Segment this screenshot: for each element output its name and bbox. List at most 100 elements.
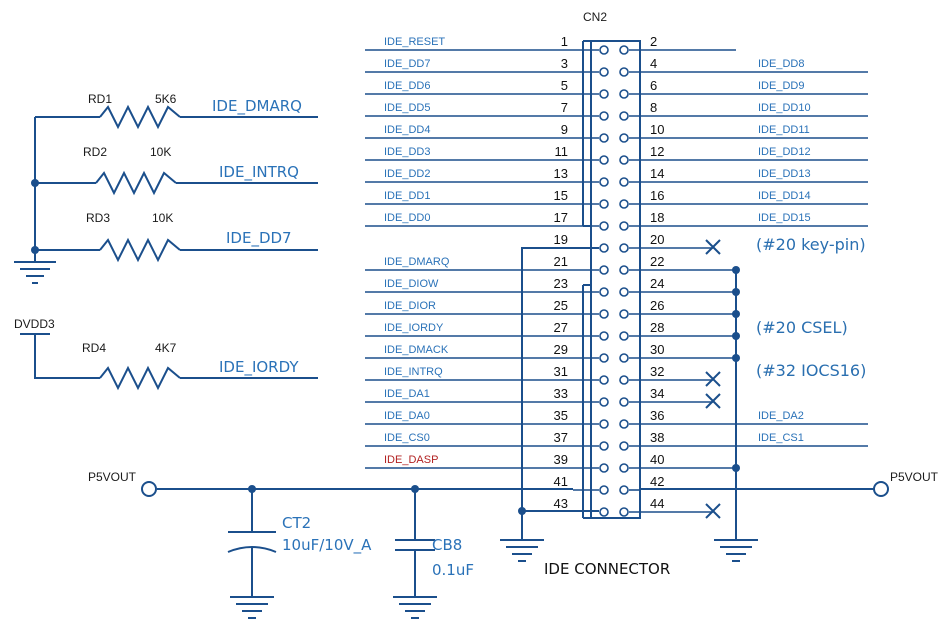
pin-hole-left bbox=[599, 199, 609, 209]
rd1-value: 5K6 bbox=[155, 92, 177, 106]
note-csel: (#20 CSEL) bbox=[756, 318, 848, 337]
pin-number-right: 32 bbox=[650, 364, 664, 379]
ct2-value: 10uF/10V_A bbox=[282, 536, 372, 555]
pin-number-right: 16 bbox=[650, 188, 664, 203]
rd2-value: 10K bbox=[150, 145, 171, 159]
pin-number-left: 9 bbox=[561, 122, 568, 137]
pin-hole-left bbox=[599, 309, 609, 319]
rd2-ref: RD2 bbox=[83, 145, 107, 159]
pin-hole-left bbox=[599, 375, 609, 385]
pin-number-left: 7 bbox=[561, 100, 568, 115]
rd3-value: 10K bbox=[152, 211, 173, 225]
pin-number-right: 34 bbox=[650, 386, 664, 401]
right-signal-label: IDE_CS1 bbox=[758, 432, 804, 444]
pin-number-left: 29 bbox=[554, 342, 568, 357]
right-signal-label: IDE_DD8 bbox=[758, 58, 804, 70]
pin-hole-right bbox=[619, 221, 629, 231]
pin-number-right: 42 bbox=[650, 474, 664, 489]
pin-hole-right bbox=[619, 89, 629, 99]
pin-hole-left bbox=[599, 419, 609, 429]
pin-number-left: 13 bbox=[554, 166, 568, 181]
rd4-net: IDE_IORDY bbox=[219, 358, 299, 377]
pin-number-left: 25 bbox=[554, 298, 568, 313]
pin-number-left: 27 bbox=[554, 320, 568, 335]
pin-number-left: 33 bbox=[554, 386, 568, 401]
cb8-value: 0.1uF bbox=[432, 561, 474, 579]
rd2-symbol bbox=[95, 170, 177, 196]
pin-number-right: 36 bbox=[650, 408, 664, 423]
pin-hole-left bbox=[599, 287, 609, 297]
right-signal-label: IDE_DD10 bbox=[758, 102, 811, 114]
pin-number-right: 2 bbox=[650, 34, 657, 49]
pin-hole-right bbox=[619, 485, 629, 495]
right-signal-label: IDE_DD13 bbox=[758, 168, 811, 180]
junction-dot bbox=[518, 507, 526, 515]
pin-number-left: 31 bbox=[554, 364, 568, 379]
pin-number-left: 19 bbox=[554, 232, 568, 247]
pin-number-right: 26 bbox=[650, 298, 664, 313]
pin-hole-right bbox=[619, 155, 629, 165]
pin-hole-right bbox=[619, 133, 629, 143]
pin-hole-left bbox=[599, 67, 609, 77]
rd1-net: IDE_DMARQ bbox=[212, 97, 302, 116]
pin-number-right: 18 bbox=[650, 210, 664, 225]
left-signal-label: IDE_DD4 bbox=[384, 124, 430, 136]
pin-number-left: 43 bbox=[554, 496, 568, 511]
connector-ref: CN2 bbox=[583, 10, 607, 24]
left-signal-label: IDE_DD7 bbox=[384, 58, 430, 70]
pin-number-right: 28 bbox=[650, 320, 664, 335]
p5vout-right-label: P5VOUT bbox=[890, 470, 939, 484]
pin-hole-left bbox=[599, 485, 609, 495]
left-signal-label: IDE_CS0 bbox=[384, 432, 430, 444]
pin-hole-right bbox=[619, 309, 629, 319]
pin-hole-left bbox=[599, 353, 609, 363]
pin-number-right: 40 bbox=[650, 452, 664, 467]
pin-hole-right bbox=[619, 441, 629, 451]
right-signal-label: IDE_DD12 bbox=[758, 146, 811, 158]
pin-number-left: 37 bbox=[554, 430, 568, 445]
left-signal-label: IDE_RESET bbox=[384, 36, 445, 48]
wires bbox=[14, 40, 875, 619]
junction-dot bbox=[31, 246, 39, 254]
pin-number-left: 39 bbox=[554, 452, 568, 467]
pin-number-left: 1 bbox=[561, 34, 568, 49]
pin-hole-left bbox=[599, 507, 609, 517]
pin-number-left: 17 bbox=[554, 210, 568, 225]
left-signal-label: IDE_DMARQ bbox=[384, 256, 450, 268]
pin-hole-right bbox=[619, 265, 629, 275]
ct2-ref: CT2 bbox=[282, 514, 311, 532]
pin-hole-left bbox=[599, 441, 609, 451]
left-signal-label: IDE_DA0 bbox=[384, 410, 430, 422]
pin-number-right: 12 bbox=[650, 144, 664, 159]
dvdd3-label: DVDD3 bbox=[14, 317, 55, 331]
rd4-ref: RD4 bbox=[82, 341, 106, 355]
p5vout-left-label: P5VOUT bbox=[88, 470, 137, 484]
rd4-value: 4K7 bbox=[155, 341, 177, 355]
left-signal-label: IDE_DIOR bbox=[384, 300, 436, 312]
pin-number-right: 10 bbox=[650, 122, 664, 137]
left-signal-label: IDE_DMACK bbox=[384, 344, 449, 356]
pin-hole-right bbox=[619, 199, 629, 209]
junction-dot bbox=[31, 179, 39, 187]
right-signal-label: IDE_DD9 bbox=[758, 80, 804, 92]
p5vout-right-terminal bbox=[873, 481, 889, 497]
pin-hole-right bbox=[619, 397, 629, 407]
pin-hole-left bbox=[599, 265, 609, 275]
junction-dot bbox=[411, 485, 419, 493]
pin-hole-left bbox=[599, 155, 609, 165]
right-signal-label: IDE_DD15 bbox=[758, 212, 811, 224]
left-signal-label: IDE_DD2 bbox=[384, 168, 430, 180]
rd2-net: IDE_INTRQ bbox=[219, 163, 299, 182]
pin-hole-left bbox=[599, 243, 609, 253]
pin-hole-left bbox=[599, 463, 609, 473]
pin-number-left: 35 bbox=[554, 408, 568, 423]
pin-hole-right bbox=[619, 67, 629, 77]
pin-hole-right bbox=[619, 111, 629, 121]
right-signal-label: IDE_DA2 bbox=[758, 410, 804, 422]
pin-hole-left bbox=[599, 45, 609, 55]
pin-number-right: 4 bbox=[650, 56, 657, 71]
pin-number-left: 21 bbox=[554, 254, 568, 269]
pin-hole-right bbox=[619, 353, 629, 363]
junction-dot bbox=[248, 485, 256, 493]
